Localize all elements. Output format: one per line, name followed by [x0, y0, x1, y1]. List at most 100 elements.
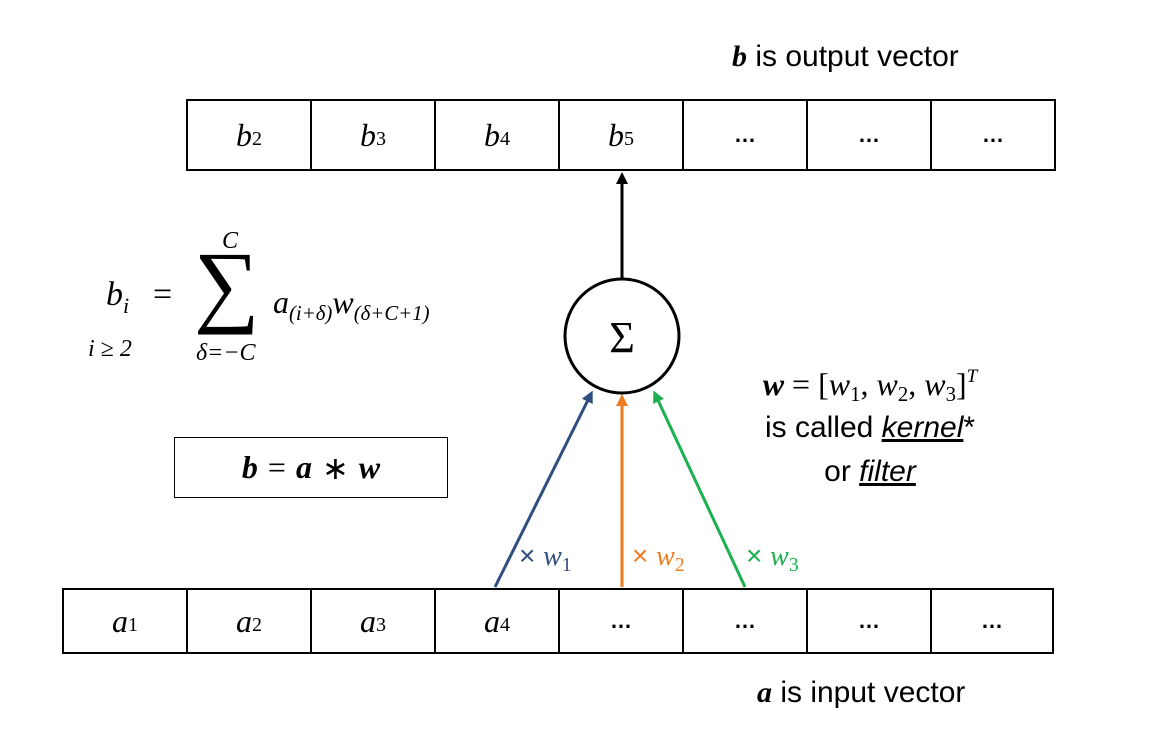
cell-base: a — [236, 602, 252, 639]
cell-base: … — [858, 122, 880, 147]
weight-2-sub: 2 — [674, 554, 685, 576]
kernel-w: w — [762, 366, 785, 402]
weight-1-w: w — [543, 541, 562, 572]
kernel-definition: w = [w1, w2, w3]T — [762, 365, 978, 407]
cell-base: … — [610, 608, 632, 633]
formula-sum-symbol: ∑ — [194, 233, 260, 335]
formula-term-w-sub: (δ+C+1) — [353, 302, 430, 326]
kernel-eq: = [ — [784, 366, 829, 402]
input-vector-var: a — [757, 676, 772, 709]
kernel-filter-line: or filter — [690, 450, 1050, 494]
weight-arrow-3 — [653, 390, 747, 588]
kernel-called-prefix: is called — [764, 411, 882, 444]
sum-node — [563, 277, 681, 395]
cell-subscript: 3 — [376, 127, 386, 150]
output-vector-caption-text: is output vector — [747, 40, 959, 73]
cell-subscript: 5 — [624, 127, 634, 150]
output-cell: … — [932, 101, 1054, 169]
formula-term: a(i+δ)w(δ+C+1) — [273, 284, 430, 325]
cell-subscript: 2 — [252, 127, 262, 150]
cell-subscript: 3 — [376, 613, 386, 636]
formula-term-a: a — [273, 284, 289, 320]
input-vector-caption-text: is input vector — [772, 676, 966, 709]
formula-sum-upper: C — [222, 228, 239, 254]
cell-base: … — [734, 608, 756, 633]
cell-subscript: 4 — [500, 613, 510, 636]
kernel-w1: w — [828, 366, 851, 402]
weight-arrow-1 — [493, 390, 593, 588]
cell-base: a — [484, 602, 500, 639]
input-cell: … — [932, 590, 1052, 652]
weight-1-times: × — [519, 540, 536, 571]
formula-lhs: bi — [106, 276, 129, 318]
output-vector-caption: b is output vector — [732, 40, 959, 74]
formula-equals: = — [153, 276, 173, 313]
cell-base: b — [236, 116, 252, 153]
input-cell: … — [684, 590, 808, 652]
formula-lhs-base: b — [106, 276, 123, 313]
input-cell: … — [808, 590, 932, 652]
formula-term-a-sub: (i+δ) — [289, 302, 333, 326]
cell-base: a — [112, 602, 128, 639]
output-cell: … — [808, 101, 932, 169]
output-vector-var: b — [732, 40, 747, 73]
input-cell: … — [560, 590, 684, 652]
weight-3-times: × — [746, 540, 763, 571]
formula-condition: i ≥ 2 — [88, 336, 132, 362]
weight-3-sub: 3 — [788, 554, 799, 576]
kernel-transpose: T — [966, 365, 978, 387]
cell-base: b — [484, 116, 500, 153]
conv-lhs: b — [241, 449, 258, 485]
cell-subscript: 2 — [252, 613, 262, 636]
kernel-w2: w — [876, 366, 898, 402]
cell-subscript: 1 — [128, 613, 138, 636]
formula-term-w: w — [332, 284, 354, 320]
cell-base: b — [360, 116, 376, 153]
weight-label-3: × w3 — [746, 540, 799, 576]
cell-base: … — [858, 608, 880, 633]
kernel-word: kernel — [881, 411, 964, 444]
conv-op: ∗ — [321, 449, 349, 486]
weight-2-times: × — [632, 540, 649, 571]
filter-prefix: or — [824, 455, 860, 488]
kernel-asterisk: * — [963, 411, 976, 444]
formula-lhs-sub: i — [123, 292, 130, 318]
kernel-called-line: is called kernel* — [690, 406, 1050, 450]
kernel-w3: w — [924, 366, 946, 402]
kernel-note: w = [w1, w2, w3]T is called kernel* or f… — [690, 362, 1050, 494]
cell-subscript: 4 — [500, 127, 510, 150]
conv-w: w — [358, 449, 381, 485]
conv-eq: = — [267, 449, 286, 485]
kernel-w3-sub: 3 — [945, 383, 956, 407]
output-cell: … — [684, 101, 808, 169]
weight-label-2: × w2 — [632, 540, 685, 576]
kernel-close: ] — [955, 366, 967, 402]
convolution-equation-box: b = a ∗ w — [174, 437, 448, 498]
cell-base: … — [981, 608, 1003, 633]
sum-node-symbol: Σ — [609, 313, 635, 362]
formula-sum-lower: δ=−C — [196, 340, 256, 366]
cell-base: b — [608, 116, 624, 153]
filter-word: filter — [859, 455, 916, 488]
kernel-w2-sub: 2 — [897, 383, 909, 407]
cell-base: … — [734, 122, 756, 147]
weight-3-w: w — [770, 541, 789, 572]
input-vector-caption: a is input vector — [757, 676, 965, 710]
weight-label-1: × w1 — [519, 540, 572, 576]
cell-base: … — [982, 122, 1004, 147]
weight-1-sub: 1 — [561, 554, 572, 576]
cell-base: a — [360, 602, 376, 639]
conv-a: a — [295, 449, 312, 485]
weight-2-w: w — [656, 541, 675, 572]
